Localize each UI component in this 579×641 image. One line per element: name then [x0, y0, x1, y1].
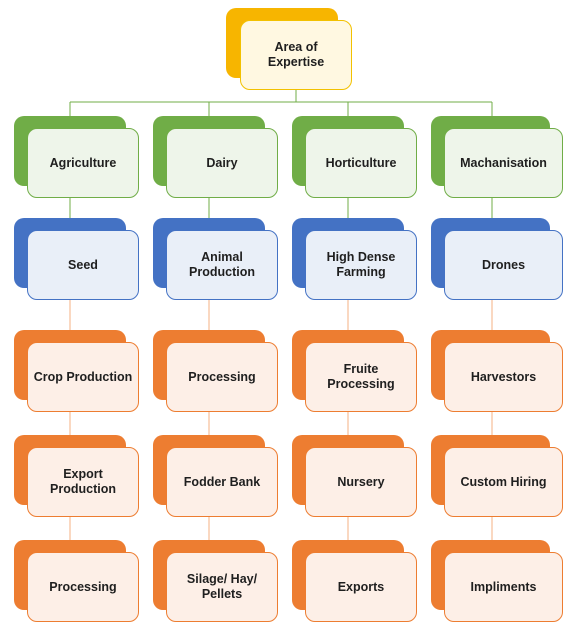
item-node-1-label: Harvestors: [444, 342, 563, 412]
root-node-label: Area of Expertise: [240, 20, 352, 90]
sub-node-label: Drones: [444, 230, 563, 300]
item-node-1-label: Fruite Processing: [305, 342, 417, 412]
item-node-2-label: Nursery: [305, 447, 417, 517]
sub-node-label: Seed: [27, 230, 139, 300]
category-node-label: Horticulture: [305, 128, 417, 198]
sub-node-label: Animal Production: [166, 230, 278, 300]
sub-node-label: High Dense Farming: [305, 230, 417, 300]
category-node-label: Agriculture: [27, 128, 139, 198]
category-node-label: Dairy: [166, 128, 278, 198]
item-node-2-label: Fodder Bank: [166, 447, 278, 517]
item-node-3-label: Exports: [305, 552, 417, 622]
item-node-3-label: Processing: [27, 552, 139, 622]
item-node-3-label: Silage/ Hay/ Pellets: [166, 552, 278, 622]
item-node-1-label: Processing: [166, 342, 278, 412]
item-node-1-label: Crop Production: [27, 342, 139, 412]
category-node-label: Machanisation: [444, 128, 563, 198]
item-node-2-label: Export Production: [27, 447, 139, 517]
item-node-2-label: Custom Hiring: [444, 447, 563, 517]
item-node-3-label: Impliments: [444, 552, 563, 622]
